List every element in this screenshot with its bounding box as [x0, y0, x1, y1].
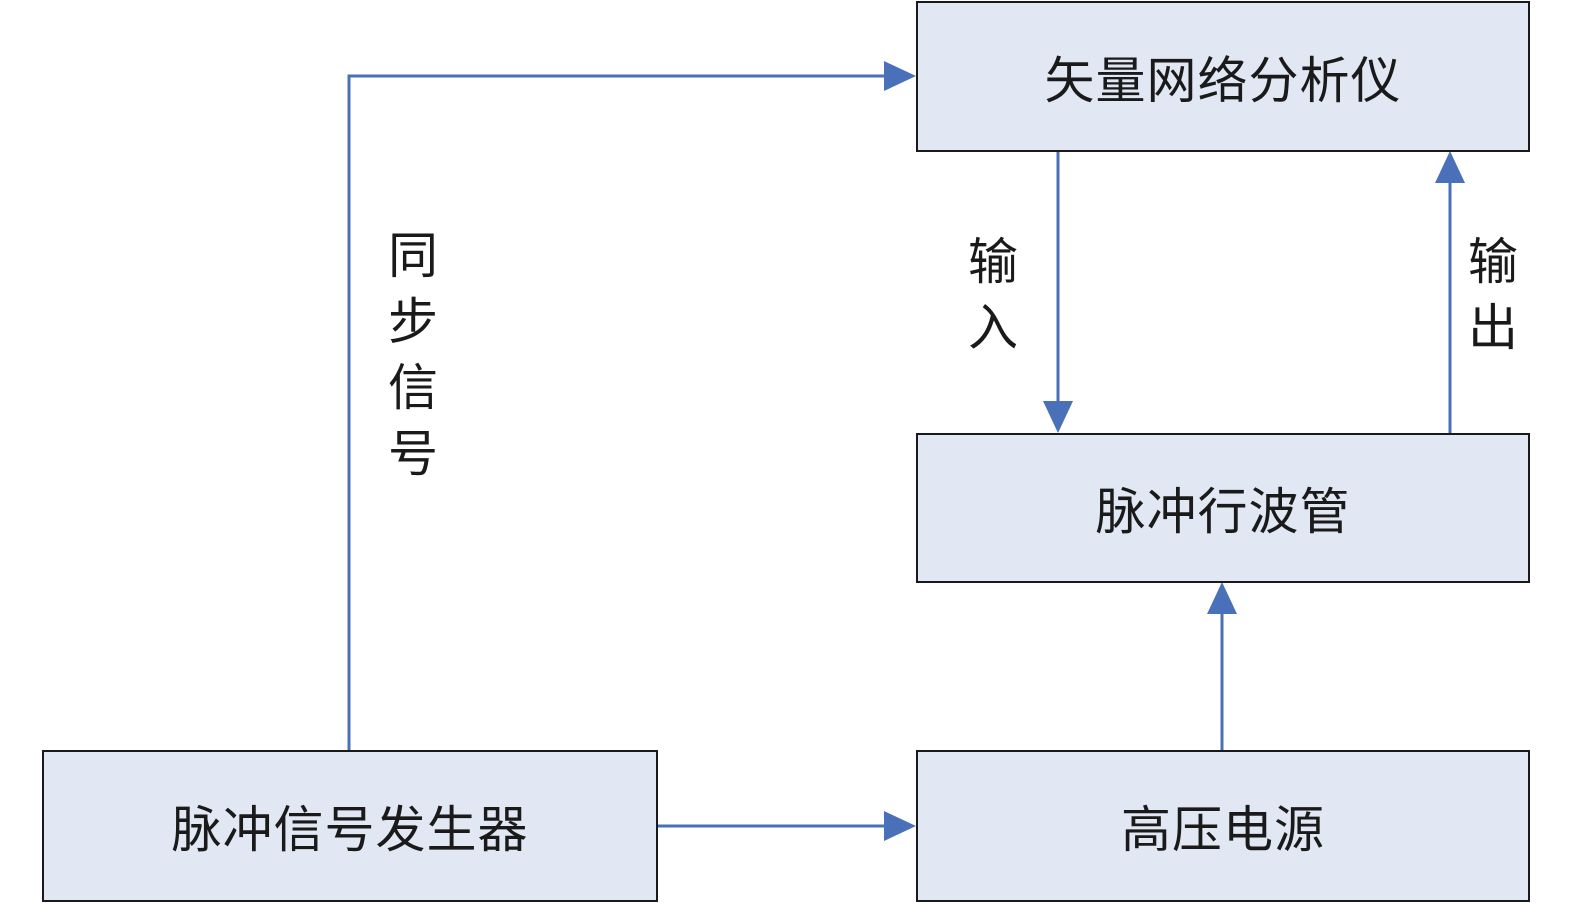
input-arrowhead [1043, 401, 1073, 433]
power-arrowhead [1207, 582, 1237, 614]
vector-network-analyzer-label: 矢量网络分析仪 [1044, 51, 1402, 110]
pulsed-twt-label: 脉冲行波管 [1095, 483, 1351, 541]
sync-arrowhead [884, 61, 916, 91]
pulsed-twt-box: 脉冲行波管 [916, 433, 1530, 583]
high-voltage-supply-label: 高压电源 [1121, 801, 1325, 859]
sync-signal-label: 同步信号 [388, 227, 438, 483]
sync-signal-line [347, 74, 886, 750]
output-arrowhead [1435, 151, 1465, 183]
trigger-arrowhead [884, 811, 916, 841]
input-label: 输入 [968, 233, 1018, 357]
pulse-generator-box: 脉冲信号发生器 [42, 750, 658, 902]
output-label: 输出 [1468, 233, 1518, 357]
high-voltage-supply-box: 高压电源 [916, 750, 1530, 902]
vector-network-analyzer-box: 矢量网络分析仪 [916, 1, 1530, 152]
pulse-generator-label: 脉冲信号发生器 [171, 801, 529, 859]
